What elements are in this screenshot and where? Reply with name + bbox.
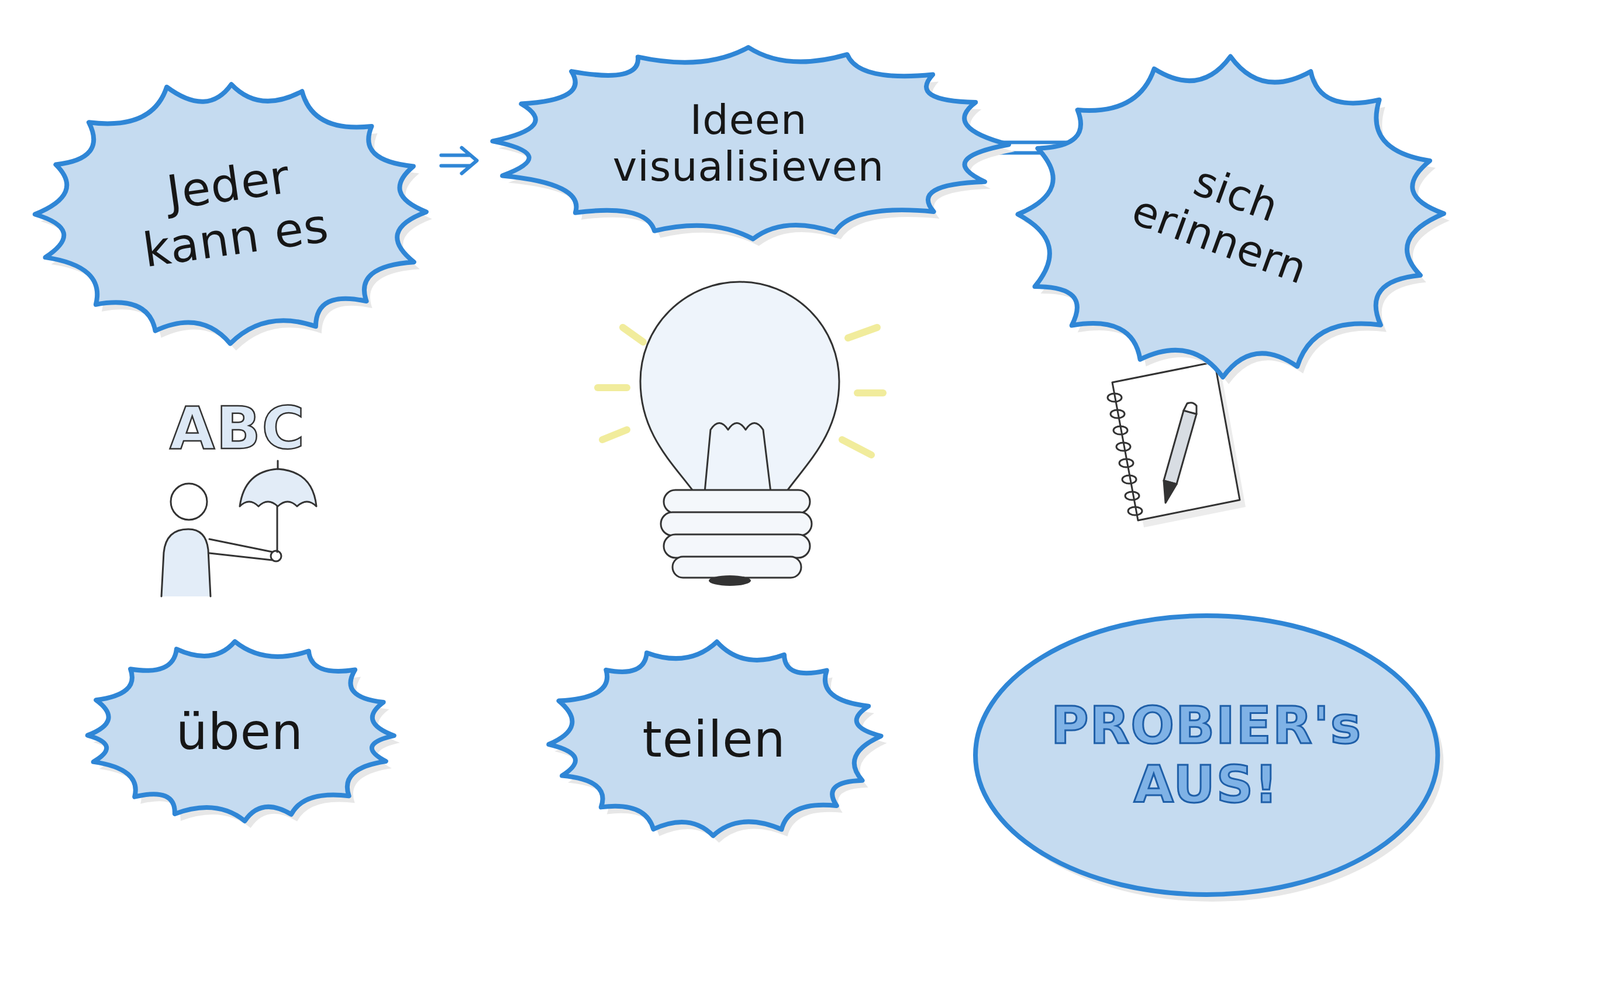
bulb-thread [663,490,810,514]
bulb-thread [663,534,810,558]
spiral-ring [1122,475,1137,484]
bubble-shape [34,84,426,344]
person-arm [209,539,273,561]
spiky-bubble: Jeder kann es [29,76,436,348]
spiky-bubble: Ideen visualisieven [482,41,1015,246]
bulb-ray [597,384,627,392]
spiral-ring [1116,442,1131,451]
bulb-base [660,490,812,578]
umbrella-canopy [239,469,317,507]
bubble-shape [87,641,395,822]
pencil-cap [1183,402,1197,415]
bulb-filament [704,423,771,493]
notebook-with-pencil [1107,361,1246,528]
bulb-ray [857,389,884,397]
bulb-ray [842,439,872,455]
spiral-ring [1119,459,1134,468]
notebook-spiral [1107,393,1143,516]
bulb-ray [847,327,878,339]
bubble-shape [975,615,1438,895]
spiky-bubble: teilen [540,638,888,843]
bulb-thread [672,556,802,578]
node-text: Ideen visualisieven [602,96,895,191]
notebook-page [1112,361,1240,521]
person-with-umbrella [161,460,317,597]
person-hand [270,550,282,562]
bulb-thread [660,512,812,536]
double-arrow [440,147,477,174]
bulb-ray [622,327,644,343]
ellipse-bubble: PROBIER's AUS! [971,612,1441,899]
spiral-ring [1107,393,1122,402]
bubble-shape [548,641,881,836]
bulb-glass [640,281,840,493]
spiral-ring [1113,426,1128,435]
spiral-ring [1125,491,1140,500]
spiky-bubble: üben [76,638,403,827]
bulb-tip [708,575,751,586]
node-text: teilen [642,711,786,769]
bubble-shape [1017,56,1444,378]
illustration-label: ABC [169,397,306,460]
person-head [170,483,208,520]
bulb-ray [602,429,627,440]
pencil-tip [1163,480,1177,503]
pencil-body [1163,410,1197,485]
spiral-ring [1110,409,1125,419]
bubble-shape [492,47,1010,240]
node-text: PROBIER's AUS! [1050,695,1362,815]
person-body [161,529,211,597]
umbrella-tip [277,460,279,470]
spiky-bubble: sich erinnern [1008,49,1448,384]
spiral-ring [1128,507,1143,516]
node-text: üben [176,703,304,761]
light-bulb [597,281,884,586]
